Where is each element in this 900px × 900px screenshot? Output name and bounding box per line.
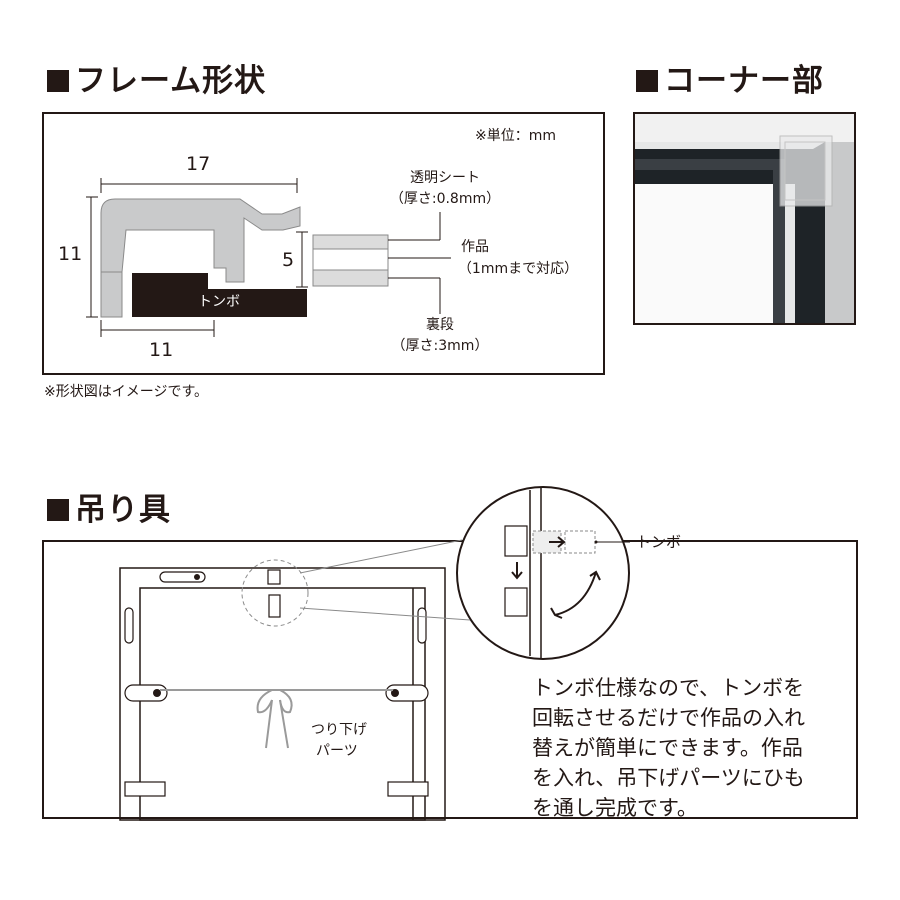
sheet-label: 透明シート <box>410 170 480 186</box>
description-line: 回転させるだけで作品の入れ <box>532 706 805 730</box>
frame-shape-heading: フレーム形状 <box>47 66 266 97</box>
corner-photo <box>635 114 854 323</box>
heading-square-icon <box>47 70 69 92</box>
description-line: 替えが簡単にできます。作品 <box>532 736 803 760</box>
back-label: 裏段 <box>426 317 454 333</box>
corner-heading-text: コーナー部 <box>664 63 824 99</box>
string-label-line1: つり下げ <box>311 722 367 738</box>
description-line: トンボ仕様なので、トンボを <box>532 676 805 700</box>
description-line: を通し完成です。 <box>532 796 698 820</box>
description-line: を入れ、吊下げパーツにひも <box>532 766 805 790</box>
back-stopper-shape <box>132 273 208 290</box>
corner-heading: コーナー部 <box>636 66 824 97</box>
dimension-left: 11 <box>58 243 83 265</box>
string-label-line2: パーツ <box>316 743 358 759</box>
hanger-tonbo-label: トンボ <box>636 533 682 551</box>
aluminum-profile-shape <box>100 198 301 317</box>
unit-note: ※単位：mm <box>475 128 557 144</box>
shape-note: ※形状図はイメージです。 <box>44 384 209 400</box>
hanger-heading: 吊り具 <box>47 495 171 526</box>
hanger-description: トンボ仕様なので、トンボを 回転させるだけで作品の入れ 替えが簡単にできます。作… <box>532 673 805 823</box>
heading-square-icon <box>636 70 658 92</box>
tonbo-label: トンボ <box>198 294 240 310</box>
dimension-bottom: 11 <box>149 339 174 361</box>
work-detail: （1mmまで対応） <box>457 261 579 277</box>
dimension-top: 17 <box>186 153 211 175</box>
sheet-detail: （厚さ:0.8mm） <box>389 191 501 207</box>
frame-shape-heading-text: フレーム形状 <box>75 63 267 99</box>
corner-photo-panel <box>633 112 856 325</box>
back-detail: （厚さ:3mm） <box>391 338 489 354</box>
dimension-right: 5 <box>282 249 295 271</box>
hanger-heading-text: 吊り具 <box>75 492 171 528</box>
heading-square-icon <box>47 499 69 521</box>
work-label: 作品 <box>461 239 489 255</box>
